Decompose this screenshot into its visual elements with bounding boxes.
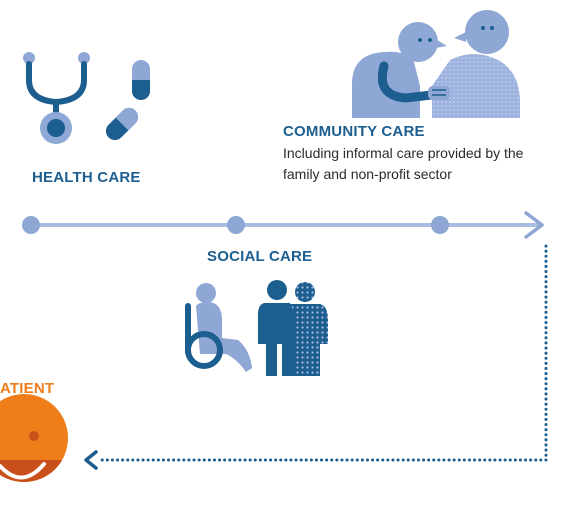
social-care-title: SOCIAL CARE [207, 248, 313, 265]
patient-title: ATIENT [0, 380, 55, 397]
wheelchair-user-icon [185, 283, 252, 372]
smiling-face-icon [0, 394, 68, 510]
community-care-title: COMMUNITY CARE [283, 123, 425, 140]
health-care-title: HEALTH CARE [32, 169, 141, 186]
dotted-return-arrow [84, 244, 548, 470]
community-care-description-line2: family and non-profit sector [283, 166, 452, 182]
handshake-people-icon [352, 10, 520, 118]
pill-icon [132, 60, 150, 100]
community-care-description-line1: Including informal care provided by the [283, 145, 524, 161]
elderly-couple-icon [258, 280, 328, 376]
stethoscope-icon [23, 52, 90, 144]
capsule-icon [105, 107, 139, 141]
care-timeline-arrow [22, 211, 544, 239]
